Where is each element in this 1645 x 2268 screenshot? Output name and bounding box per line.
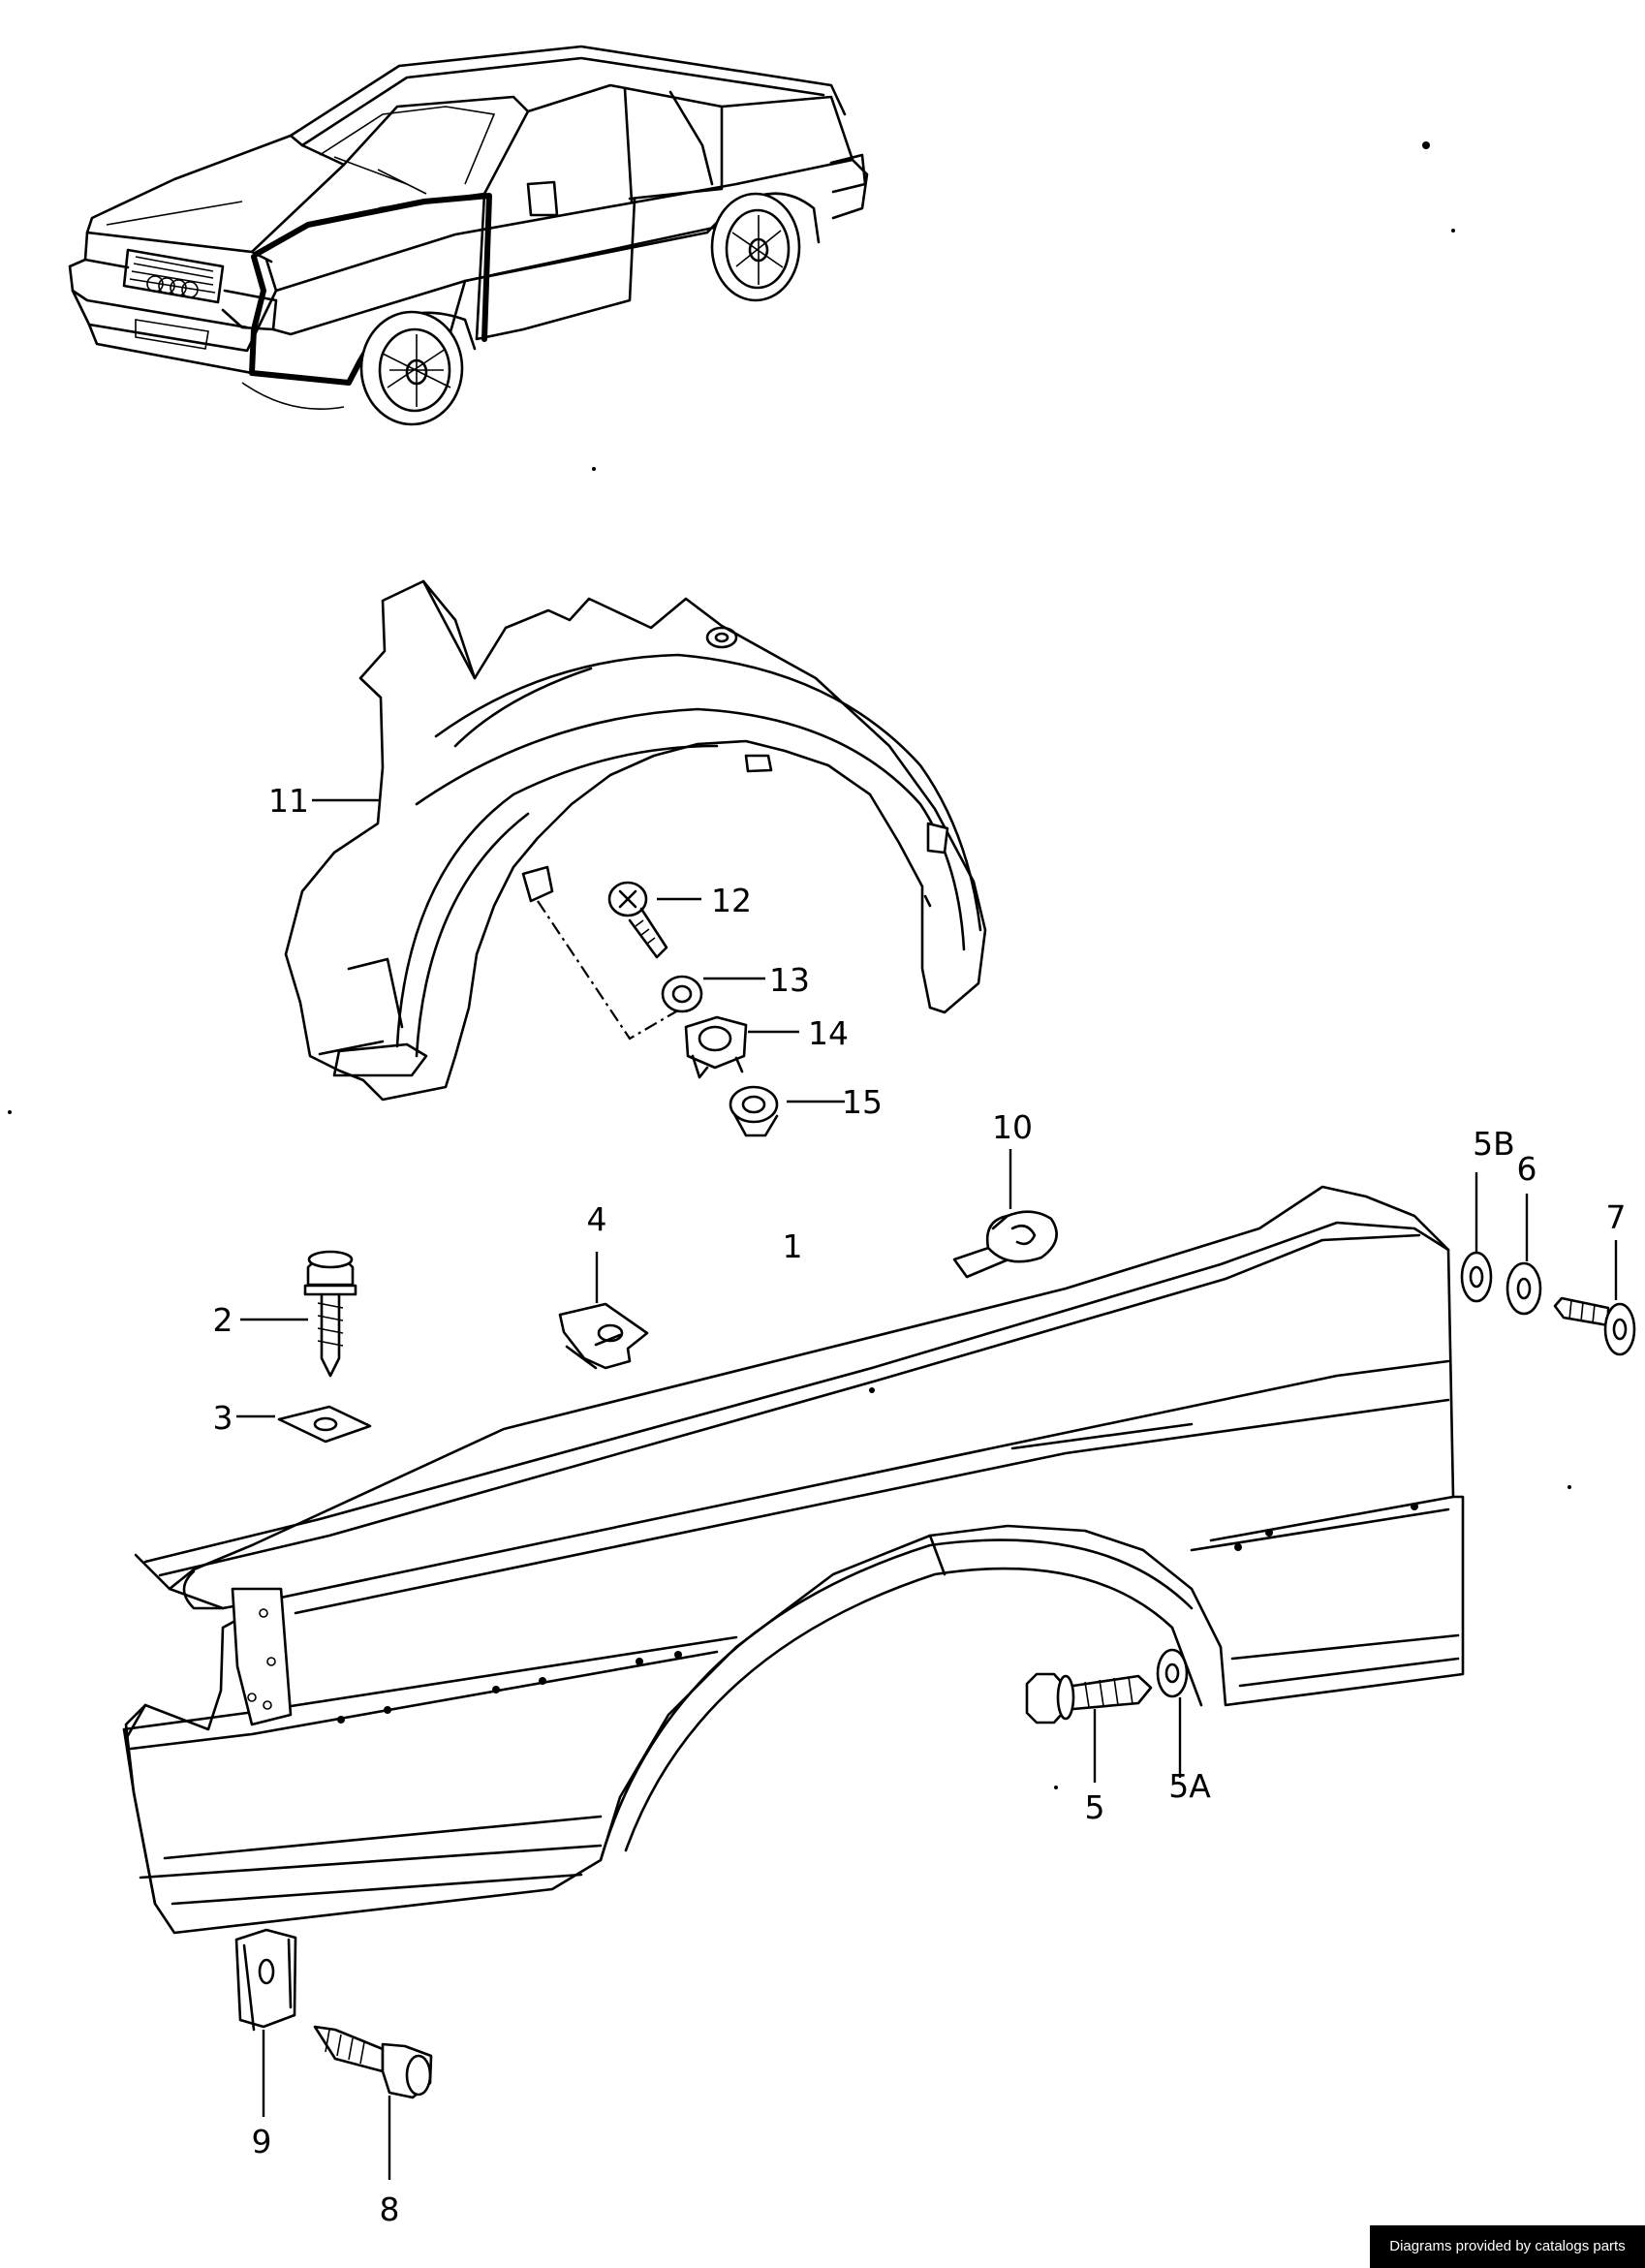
callout-9: 9 — [252, 2123, 272, 2160]
bolt-5 — [1025, 1672, 1153, 1783]
callout-10: 10 — [992, 1108, 1033, 1146]
callout-8: 8 — [380, 2190, 400, 2228]
callout-14: 14 — [808, 1014, 849, 1052]
washer-5a — [1156, 1648, 1189, 1778]
callout-4: 4 — [587, 1200, 607, 1238]
bolt-2 — [240, 1250, 357, 1378]
plate-3 — [236, 1405, 372, 1444]
callout-11: 11 — [268, 782, 309, 820]
washer-5b — [1460, 1172, 1493, 1303]
tape-roll-10 — [952, 1149, 1058, 1279]
assembly-line — [537, 900, 684, 1041]
callout-1: 1 — [783, 1227, 803, 1265]
callout-13: 13 — [769, 961, 810, 999]
expanding-nut-15 — [729, 1085, 845, 1137]
callout-12: 12 — [711, 882, 752, 919]
wheel-housing-liner — [284, 579, 987, 1102]
washer-13 — [661, 975, 765, 1013]
washer-6 — [1505, 1194, 1542, 1316]
clip-4 — [558, 1252, 649, 1370]
screw-12 — [607, 881, 701, 959]
callout-5: 5 — [1085, 1788, 1105, 1826]
credit-banner[interactable]: Diagrams provided by catalogs parts — [1370, 2225, 1645, 2268]
callout-2: 2 — [213, 1301, 233, 1339]
front-fender — [122, 1185, 1465, 1935]
callout-15: 15 — [842, 1083, 883, 1121]
callout-6: 6 — [1517, 1150, 1537, 1188]
callout-5b: 5B — [1473, 1125, 1515, 1163]
callout-7: 7 — [1606, 1198, 1627, 1236]
callout-3: 3 — [213, 1399, 233, 1437]
clip-9 — [234, 1928, 297, 2117]
screw-7 — [1553, 1240, 1636, 1356]
car-overview-illustration — [68, 45, 869, 426]
scan-specks — [8, 141, 1571, 1789]
clip-nut-14 — [684, 1015, 799, 1079]
callout-5a: 5A — [1168, 1767, 1211, 1805]
bolt-8 — [313, 2025, 433, 2180]
